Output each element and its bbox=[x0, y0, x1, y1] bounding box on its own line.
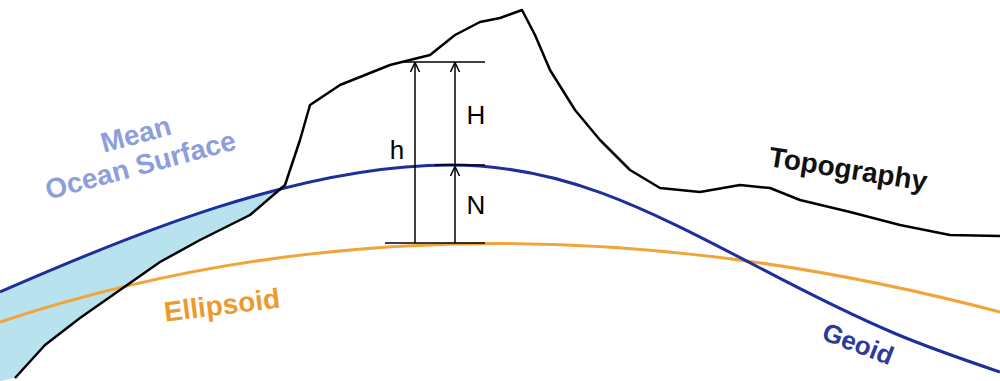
height-symbol: N bbox=[467, 191, 486, 220]
ellipsoidal-height-arrow bbox=[414, 63, 416, 243]
ellipsoid-curve bbox=[0, 243, 1000, 322]
top-tick bbox=[400, 61, 485, 63]
orthometric-height-arrow bbox=[454, 63, 456, 165]
land-fill bbox=[0, 10, 1000, 381]
topography-label: Topography bbox=[767, 142, 930, 197]
geoid-label: Geoid bbox=[818, 317, 897, 370]
geoid-height-arrow bbox=[454, 167, 456, 243]
geoid-tick bbox=[435, 164, 485, 166]
topography-line bbox=[15, 10, 1000, 378]
ellipsoid-label: Ellipsoid bbox=[162, 284, 282, 329]
height-symbol: h bbox=[390, 136, 404, 165]
height-symbol: H bbox=[467, 101, 486, 130]
ocean-surface-label: Mean Ocean Surface bbox=[34, 94, 246, 206]
ellipsoid-tick bbox=[385, 242, 485, 244]
